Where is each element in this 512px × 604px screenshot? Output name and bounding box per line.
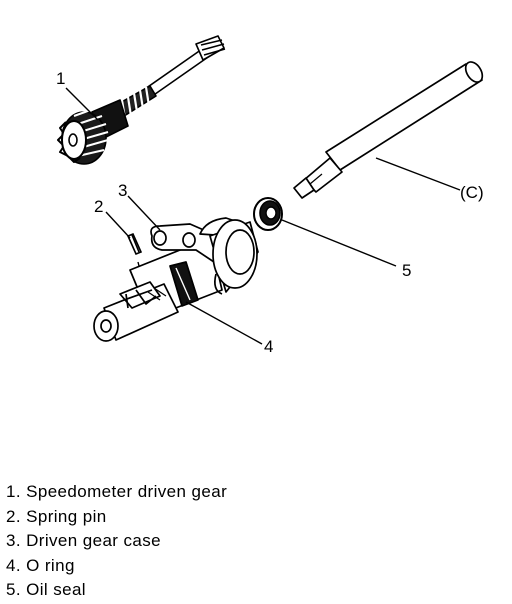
- callout-3: 3: [118, 181, 127, 200]
- legend-item-2: 2. Spring pin: [6, 506, 107, 526]
- callout-tool-c: (C): [460, 183, 484, 202]
- installer-tool-drawing: [293, 61, 484, 199]
- legend-item-3: 3. Driven gear case: [6, 531, 162, 550]
- oil-seal-drawing: [253, 197, 283, 231]
- callout-2: 2: [94, 197, 103, 216]
- parts-legend: 1. Speedometer driven gear 2. Spring pin…: [6, 480, 227, 603]
- callout-5: 5: [402, 261, 411, 280]
- leader-lines: [65, 87, 461, 345]
- callout-1: 1: [56, 69, 65, 88]
- exploded-view-diagram: 1 2 3 4 5 (C): [56, 35, 484, 356]
- legend-item-1: 1. Speedometer driven gear: [6, 482, 228, 501]
- legend-item-4: 4. O ring: [6, 555, 75, 575]
- driven-gear-case-drawing: [93, 217, 259, 342]
- speedometer-driven-gear-drawing: [57, 35, 226, 165]
- legend-item-5: 5. Oil seal: [6, 580, 86, 599]
- callout-4: 4: [264, 337, 273, 356]
